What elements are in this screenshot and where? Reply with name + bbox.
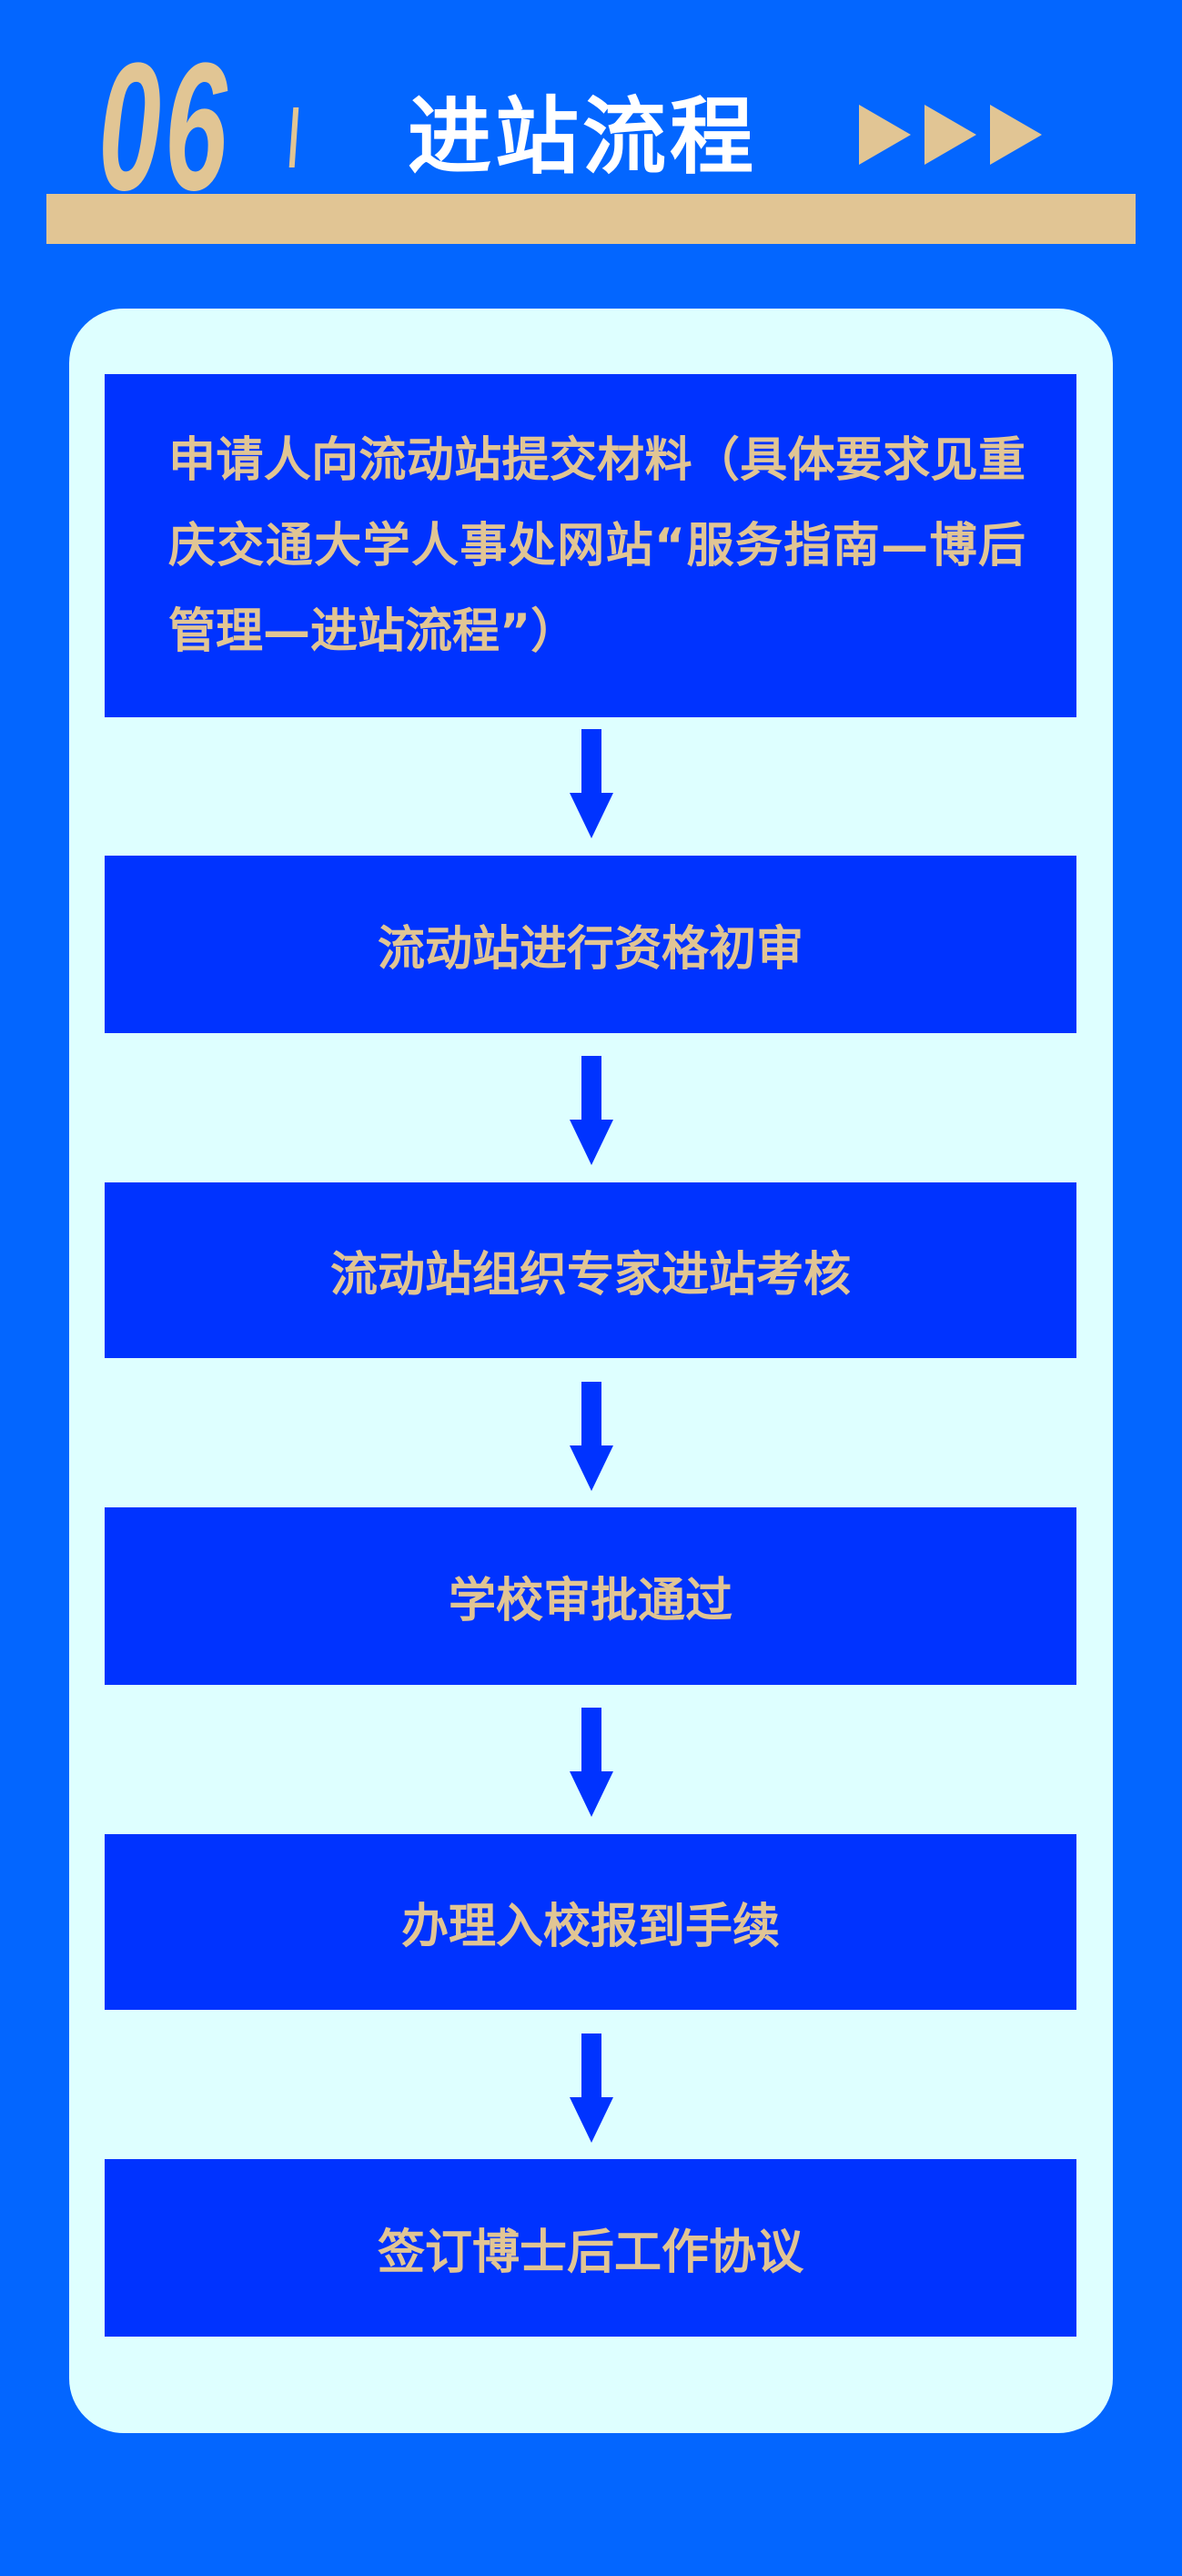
triangle-arrow-icon	[924, 105, 976, 165]
step-label: 申请人向流动站提交材料（具体要求见重庆交通大学人事处网站“服务指南—博后管理—进…	[168, 432, 1025, 659]
step-label: 学校审批通过	[448, 1574, 732, 1628]
page-title: 进站流程	[408, 88, 758, 186]
flow-step-5: 办理入校报到手续	[105, 1834, 1076, 2010]
step-label: 办理入校报到手续	[400, 1900, 780, 1954]
flow-step-6: 签订博士后工作协议	[105, 2159, 1076, 2337]
flow-step-1: 申请人向流动站提交材料（具体要求见重庆交通大学人事处网站“服务指南—博后管理—进…	[105, 374, 1076, 717]
flow-step-4: 学校审批通过	[105, 1507, 1076, 1685]
section-number: 06	[98, 25, 231, 228]
flow-step-2: 流动站进行资格初审	[105, 856, 1076, 1033]
triangle-arrow-icon	[990, 105, 1042, 165]
flow-step-3: 流动站组织专家进站考核	[105, 1182, 1076, 1358]
step-label: 流动站进行资格初审	[377, 922, 803, 977]
step-label: 签订博士后工作协议	[377, 2226, 803, 2280]
triangle-arrow-icon	[859, 105, 911, 165]
slash-divider	[288, 107, 299, 167]
step-label: 流动站组织专家进站考核	[329, 1248, 851, 1303]
header-bar	[46, 194, 1136, 244]
